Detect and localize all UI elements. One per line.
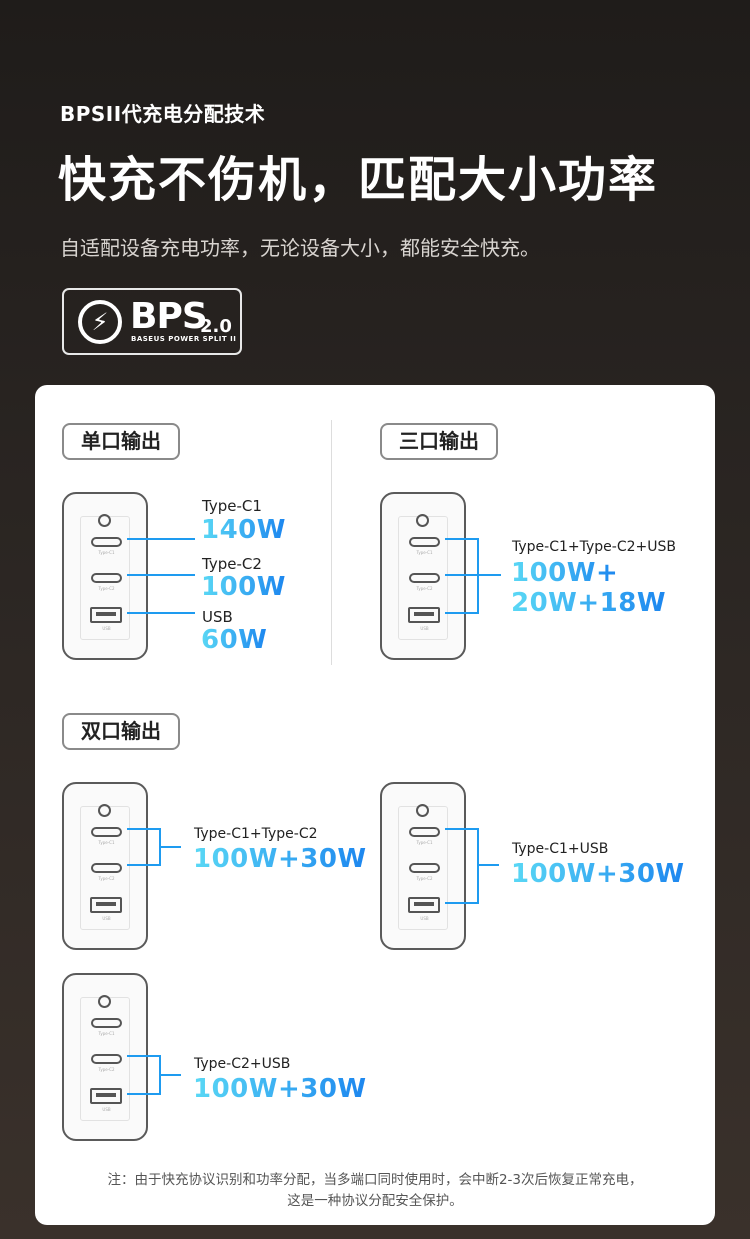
brand-logo-icon — [416, 514, 429, 527]
combo-power: 100W+30W — [193, 844, 367, 874]
brand-logo-icon — [98, 514, 111, 527]
brand-logo-icon — [98, 804, 111, 817]
connector-line — [477, 574, 501, 576]
port-print: Type-C2 — [98, 586, 115, 591]
usb-c-port-icon — [91, 537, 122, 547]
port-power: 100W — [201, 572, 286, 602]
connector-line — [445, 574, 479, 576]
combo-power: 100W+30W — [193, 1074, 367, 1104]
subtitle: 自适配设备充电功率，无论设备大小，都能安全快充。 — [60, 236, 540, 260]
logo-tagline: BASEUS POWER SPLIT II — [131, 335, 237, 343]
connector-line — [127, 1093, 161, 1095]
usb-c-port-icon — [409, 827, 440, 837]
combo-label: Type-C1+USB — [512, 841, 609, 857]
logo-mark: BPS — [130, 296, 208, 337]
usb-a-port-icon — [408, 897, 440, 913]
port-print: USB — [420, 626, 429, 631]
connector-line — [445, 902, 479, 904]
single-port-tag: 单口输出 — [62, 423, 180, 460]
kicker-title: BPSII代充电分配技术 — [60, 102, 266, 126]
usb-c-port-icon — [91, 1054, 122, 1064]
port-print: Type-C2 — [416, 876, 433, 881]
usb-a-port-icon — [90, 607, 122, 623]
port-print: Type-C2 — [416, 586, 433, 591]
usb-c-port-icon — [91, 827, 122, 837]
port-print: Type-C1 — [98, 840, 115, 845]
port-label: Type-C1 — [202, 497, 262, 515]
connector-line — [127, 828, 161, 830]
connector-line — [159, 1074, 181, 1076]
logo-version: 2.0 — [200, 316, 232, 337]
port-power: 60W — [201, 625, 268, 655]
usb-c-port-icon — [91, 863, 122, 873]
connector-line — [127, 1055, 161, 1057]
port-label: Type-C2 — [202, 555, 262, 573]
bracket-line — [477, 828, 479, 904]
combo-label: Type-C1+Type-C2 — [194, 826, 318, 842]
lightning-icon: ⚡ — [78, 300, 122, 344]
usb-a-port-icon — [90, 897, 122, 913]
port-print: Type-C1 — [416, 550, 433, 555]
port-print: Type-C1 — [98, 550, 115, 555]
brand-logo-icon — [416, 804, 429, 817]
connector-line — [127, 574, 195, 576]
page-title: 快充不伤机，匹配大小功率 — [58, 152, 659, 208]
port-print: Type-C1 — [416, 840, 433, 845]
combo-power: 100W+30W — [511, 859, 685, 889]
connector-line — [477, 864, 499, 866]
port-label: USB — [202, 608, 233, 626]
port-print: USB — [420, 916, 429, 921]
port-power: 140W — [201, 515, 286, 545]
port-print: USB — [102, 626, 111, 631]
usb-a-port-icon — [90, 1088, 122, 1104]
port-print: USB — [102, 1107, 111, 1112]
connector-line — [127, 864, 161, 866]
usb-c-port-icon — [91, 573, 122, 583]
port-print: Type-C2 — [98, 1067, 115, 1072]
connector-line — [445, 538, 479, 540]
bracket-line — [477, 538, 479, 614]
port-print: Type-C1 — [98, 1031, 115, 1036]
triple-port-tag: 三口输出 — [380, 423, 498, 460]
combo-label: Type-C2+USB — [194, 1056, 291, 1072]
combo-label: Type-C1+Type-C2+USB — [512, 539, 676, 555]
brand-logo-icon — [98, 995, 111, 1008]
usb-c-port-icon — [409, 573, 440, 583]
double-port-tag: 双口输出 — [62, 713, 180, 750]
connector-line — [127, 612, 195, 614]
combo-power: 20W+18W — [511, 588, 667, 618]
usb-c-port-icon — [409, 863, 440, 873]
divider — [331, 420, 332, 665]
connector-line — [159, 846, 181, 848]
connector-line — [127, 538, 195, 540]
footnote-line: 这是一种协议分配安全保护。 — [287, 1193, 463, 1209]
footnote: 注：由于快充协议识别和功率分配，当多端口同时使用时，会中断2-3次后恢复正常充电… — [35, 1170, 715, 1212]
connector-line — [445, 612, 479, 614]
combo-power: 100W+ — [511, 558, 619, 588]
usb-a-port-icon — [408, 607, 440, 623]
usb-c-port-icon — [91, 1018, 122, 1028]
usb-c-port-icon — [409, 537, 440, 547]
footnote-line: 注：由于快充协议识别和功率分配，当多端口同时使用时，会中断2-3次后恢复正常充电… — [107, 1172, 643, 1188]
connector-line — [445, 828, 479, 830]
port-print: Type-C2 — [98, 876, 115, 881]
port-print: USB — [102, 916, 111, 921]
bps-logo: ⚡ BPS 2.0 BASEUS POWER SPLIT II — [62, 288, 242, 355]
